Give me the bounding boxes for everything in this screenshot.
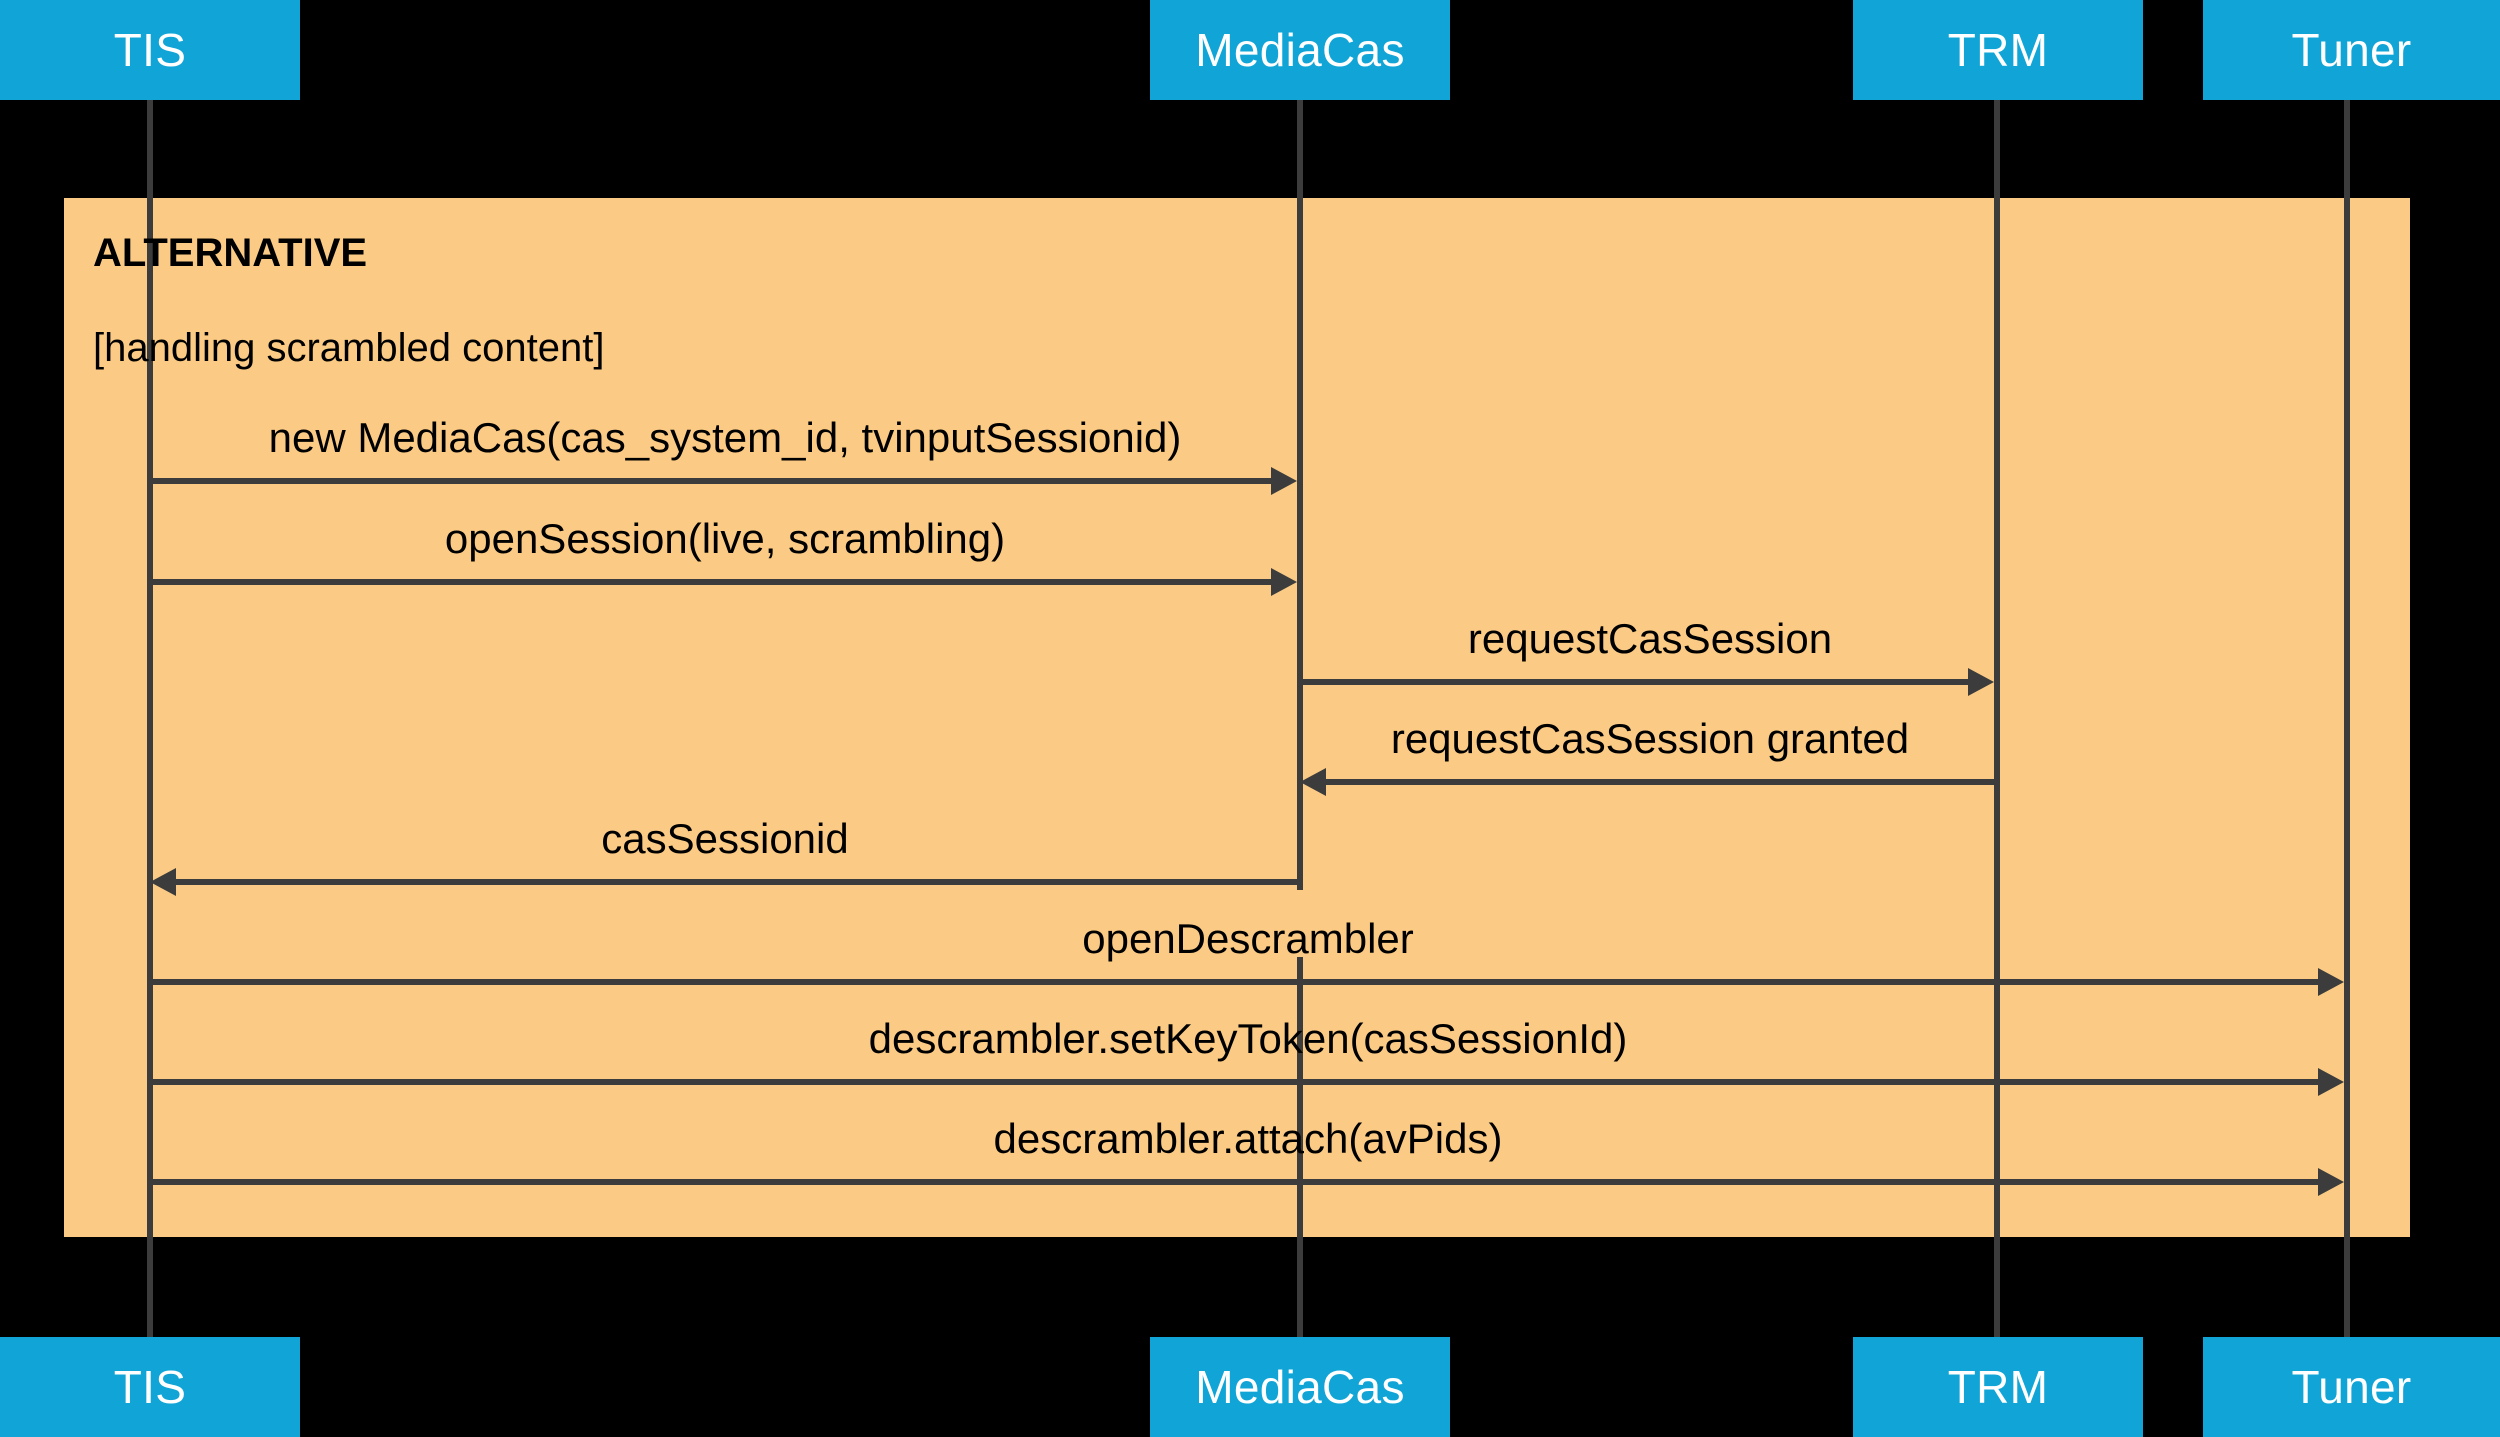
- message-label-0: new MediaCas(cas_system_id, tvinputSessi…: [268, 414, 1182, 461]
- participant-header-trm[interactable]: TRM: [1853, 0, 2143, 100]
- lifeline-trm: [1994, 100, 2000, 1337]
- participant-header-tis[interactable]: TIS: [0, 0, 300, 100]
- message-line-1: [150, 579, 1273, 585]
- lifeline-mediacas-lower: [1297, 957, 1303, 1337]
- message-line-4: [176, 879, 1300, 885]
- participant-footer-tis-label: TIS: [113, 1361, 187, 1413]
- participant-footer-tuner-label: Tuner: [2291, 1361, 2412, 1413]
- message-label-4: casSessionid: [601, 815, 849, 862]
- participant-footer-trm[interactable]: TRM: [1853, 1337, 2143, 1437]
- message-arrowhead-5: [2318, 968, 2344, 996]
- lifeline-tis: [147, 100, 153, 1337]
- message-label-5: openDescrambler: [1082, 915, 1414, 962]
- alt-fragment-operator: ALTERNATIVE: [93, 231, 368, 275]
- message-arrowhead-4: [150, 868, 176, 896]
- message-line-6: [150, 1079, 2320, 1085]
- lifeline-tuner: [2344, 100, 2350, 1337]
- alt-fragment-frame: [64, 198, 2410, 1237]
- participant-header-trm-label: TRM: [1947, 24, 2049, 76]
- participant-header-mediacas-label: MediaCas: [1195, 24, 1405, 76]
- message-line-7: [150, 1179, 2320, 1185]
- message-line-0: [150, 478, 1273, 484]
- lifeline-mediacas-upper: [1297, 100, 1303, 890]
- participant-footer-tis[interactable]: TIS: [0, 1337, 300, 1437]
- alt-fragment-guard: [handling scrambled content]: [93, 326, 605, 370]
- participant-footer-mediacas-label: MediaCas: [1195, 1361, 1405, 1413]
- message-line-3: [1326, 779, 1997, 785]
- message-label-1: openSession(live, scrambling): [444, 515, 1006, 562]
- participant-footer-mediacas[interactable]: MediaCas: [1150, 1337, 1450, 1437]
- message-arrowhead-1: [1271, 568, 1297, 596]
- participant-header-tuner[interactable]: Tuner: [2203, 0, 2500, 100]
- participant-header-mediacas[interactable]: MediaCas: [1150, 0, 1450, 100]
- message-label-3: requestCasSession granted: [1390, 715, 1910, 762]
- message-line-5: [150, 979, 2320, 985]
- message-label-7: descrambler.attach(avPids): [993, 1115, 1503, 1162]
- participant-header-tuner-label: Tuner: [2291, 24, 2412, 76]
- message-line-2: [1300, 679, 1970, 685]
- message-arrowhead-2: [1968, 668, 1994, 696]
- participant-header-tis-label: TIS: [113, 24, 187, 76]
- message-arrowhead-0: [1271, 467, 1297, 495]
- message-arrowhead-3: [1300, 768, 1326, 796]
- message-arrowhead-7: [2318, 1168, 2344, 1196]
- participant-footer-tuner[interactable]: Tuner: [2203, 1337, 2500, 1437]
- message-label-6: descrambler.setKeyToken(casSessionId): [868, 1015, 1628, 1062]
- participant-footer-trm-label: TRM: [1947, 1361, 2049, 1413]
- message-label-2: requestCasSession: [1467, 615, 1833, 662]
- message-arrowhead-6: [2318, 1068, 2344, 1096]
